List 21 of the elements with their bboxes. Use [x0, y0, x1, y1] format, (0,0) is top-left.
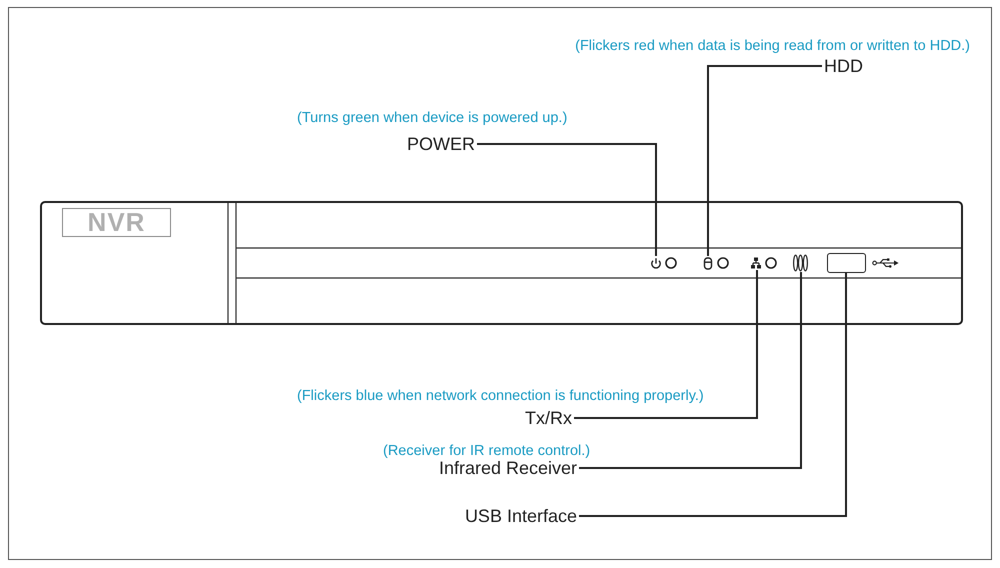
- hdd-indicator-icon: [702, 256, 730, 270]
- recorder-front-panel: [40, 201, 963, 325]
- infrared-window-icon: [793, 254, 808, 272]
- callout-note: (Flickers red when data is being read from or written to HDD.): [575, 37, 970, 55]
- callout-note: (Receiver for IR remote control.): [383, 442, 590, 460]
- leader-line: [707, 65, 822, 256]
- callout-label: Tx/Rx: [523, 407, 574, 429]
- leader-line: [579, 273, 847, 517]
- power-indicator-icon: [650, 256, 678, 270]
- name-plate: NVR: [62, 208, 171, 237]
- network-indicator-icon: [750, 256, 778, 270]
- leader-line: [574, 270, 758, 419]
- callout-label: POWER: [404, 133, 477, 155]
- callout-label: Infrared Receiver: [436, 457, 579, 479]
- usb-port: [827, 253, 866, 273]
- callout-label: USB Interface: [462, 505, 579, 527]
- callout-note: (Turns green when device is powered up.): [297, 109, 568, 127]
- callout-label: HDD: [822, 55, 865, 77]
- leader-line: [579, 272, 802, 469]
- callout-note: (Flickers blue when network connection is functioning properly.): [297, 387, 704, 405]
- leader-line: [477, 143, 657, 256]
